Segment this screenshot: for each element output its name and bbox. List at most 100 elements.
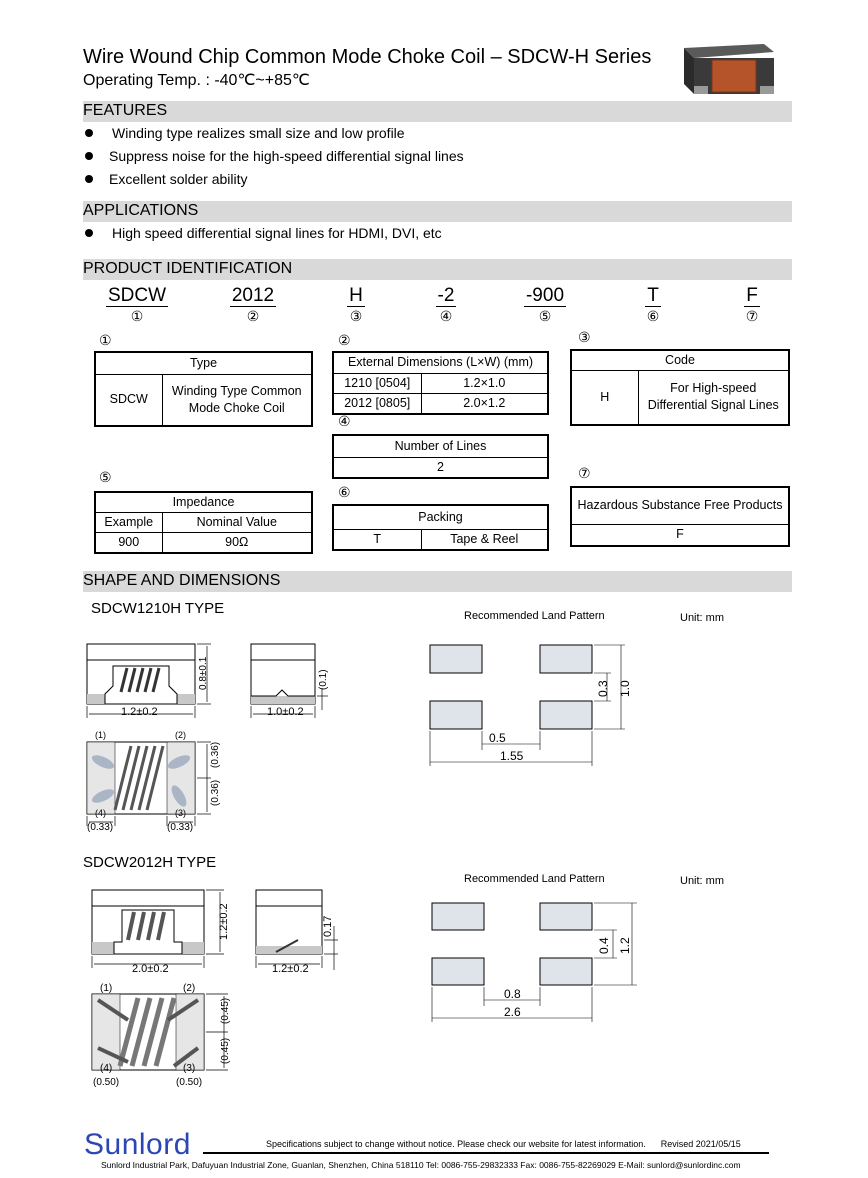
code-marker: ③ (578, 329, 591, 345)
type1-bot1: (0.33) (87, 822, 114, 833)
type1-pin1: (1) (95, 730, 106, 740)
type2-height: 1.2±0.2 (218, 903, 230, 940)
type1-land-total-h: 1.0 (618, 680, 632, 697)
code-num: ② (246, 308, 260, 324)
type2-unit: Unit: mm (680, 875, 724, 887)
type2-label: SDCW2012H TYPE (83, 854, 217, 871)
hazard-value: F (570, 523, 790, 547)
code-key: H (570, 370, 639, 425)
code-num: ① (130, 308, 144, 324)
bullet-icon (85, 152, 93, 161)
bullet-icon (85, 229, 93, 238)
hazard-header: Hazardous Substance Free Products (570, 486, 790, 525)
code-part-dimension: 2012 (229, 285, 277, 307)
page-title: Wire Wound Chip Common Mode Choke Coil –… (83, 46, 652, 68)
dim-marker: ② (338, 332, 351, 348)
application-item: High speed differential signal lines for… (85, 225, 442, 241)
identification-heading: PRODUCT IDENTIFICATION (83, 259, 792, 280)
brand-logo: Sunlord (84, 1128, 191, 1161)
product-image (684, 44, 774, 94)
dim-row-code: 2012 [0805] (332, 392, 422, 414)
dim-row-size: 1.2×1.0 (420, 372, 549, 394)
code-num: ⑥ (646, 308, 660, 324)
type2-pin4: (4) (100, 1063, 113, 1074)
type1-front-view (86, 643, 211, 718)
feature-item: Suppress noise for the high-speed differ… (85, 148, 464, 164)
type2-land-pattern (431, 902, 637, 1022)
type2-side2: (0.45) (220, 1037, 231, 1064)
type1-side-view (250, 643, 328, 718)
dimensions-table: External Dimensions (L×W) (mm) 1210 [050… (332, 351, 549, 415)
type2-land-pad-h: 0.4 (597, 937, 611, 954)
lines-table: Number of Lines 2 (332, 434, 549, 479)
footer-note: Specifications subject to change without… (266, 1139, 741, 1149)
type2-pin2: (2) (183, 983, 196, 994)
footer-divider (203, 1152, 769, 1154)
lines-header: Number of Lines (332, 434, 549, 458)
impedance-example: 900 (94, 532, 163, 554)
type1-land-gap: 0.5 (489, 731, 506, 745)
dim-header: External Dimensions (L×W) (mm) (332, 351, 549, 374)
type2-bot1: (0.50) (93, 1077, 120, 1088)
code-num: ③ (349, 308, 363, 324)
code-part-type: SDCW (105, 285, 169, 307)
type1-pin4: (4) (95, 808, 106, 818)
type2-front-view (91, 889, 224, 968)
type2-land-total-h: 1.2 (618, 937, 632, 954)
code-part-hazard: F (744, 285, 760, 307)
impedance-col-nominal: Nominal Value (161, 512, 313, 533)
hazard-table: Hazardous Substance Free Products F (570, 486, 790, 547)
dim-row-size: 2.0×1.2 (420, 392, 549, 414)
impedance-nominal: 90Ω (161, 532, 313, 554)
lines-marker: ④ (338, 413, 351, 429)
code-num: ④ (439, 308, 453, 324)
type2-side-view (255, 889, 338, 970)
type2-side1: (0.45) (220, 997, 231, 1024)
type1-land-pad-h: 0.3 (596, 680, 610, 697)
type1-pin3: (3) (175, 808, 186, 818)
packing-value: Tape & Reel (420, 528, 549, 550)
type1-side2: (0.36) (210, 779, 221, 806)
type2-land-total-w: 2.6 (504, 1005, 521, 1019)
applications-heading: APPLICATIONS (83, 201, 792, 222)
type2-bot2: (0.50) (176, 1077, 203, 1088)
type1-length: 1.2±0.2 (121, 706, 158, 718)
code-num: ⑤ (538, 308, 552, 324)
code-part-packing: T (645, 285, 661, 307)
type-table: Type SDCW Winding Type Common Mode Choke… (94, 351, 313, 427)
features-heading: FEATURES (83, 101, 792, 122)
type2-bottom-view (91, 993, 228, 1071)
type1-bottom-view (86, 741, 211, 826)
type1-land-total-w: 1.55 (500, 749, 524, 763)
type1-width: 1.0±0.2 (267, 706, 304, 718)
dim-row-code: 1210 [0504] (332, 372, 422, 394)
type1-unit: Unit: mm (680, 612, 724, 624)
packing-key: T (332, 528, 422, 550)
type2-land-title: Recommended Land Pattern (464, 873, 605, 885)
type-value: Winding Type Common Mode Choke Coil (161, 373, 313, 427)
feature-item: Excellent solder ability (85, 171, 248, 187)
type1-land-pattern (429, 644, 625, 766)
type-marker: ① (99, 332, 112, 348)
type1-label: SDCW1210H TYPE (91, 600, 225, 617)
type1-height: 0.8±0.1 (198, 656, 209, 690)
type1-land-title: Recommended Land Pattern (464, 610, 605, 622)
operating-temp: Operating Temp. : -40℃~+85℃ (83, 72, 310, 89)
type1-side1: (0.36) (210, 741, 221, 768)
impedance-marker: ⑤ (99, 469, 112, 485)
bullet-icon (85, 175, 93, 184)
code-table: Code H For High-speed Differential Signa… (570, 349, 790, 426)
type-header: Type (94, 351, 313, 375)
type2-land-gap: 0.8 (504, 987, 521, 1001)
type2-gap: 0.17 (322, 915, 334, 937)
packing-header: Packing (332, 504, 549, 530)
code-header: Code (570, 349, 790, 371)
feature-item: Winding type realizes small size and low… (85, 125, 405, 141)
type2-pin1: (1) (100, 983, 113, 994)
code-value: For High-speed Differential Signal Lines (637, 370, 790, 425)
shape-heading: SHAPE AND DIMENSIONS (83, 571, 792, 592)
type2-pin3: (3) (183, 1063, 196, 1074)
type1-bot2: (0.33) (167, 822, 194, 833)
